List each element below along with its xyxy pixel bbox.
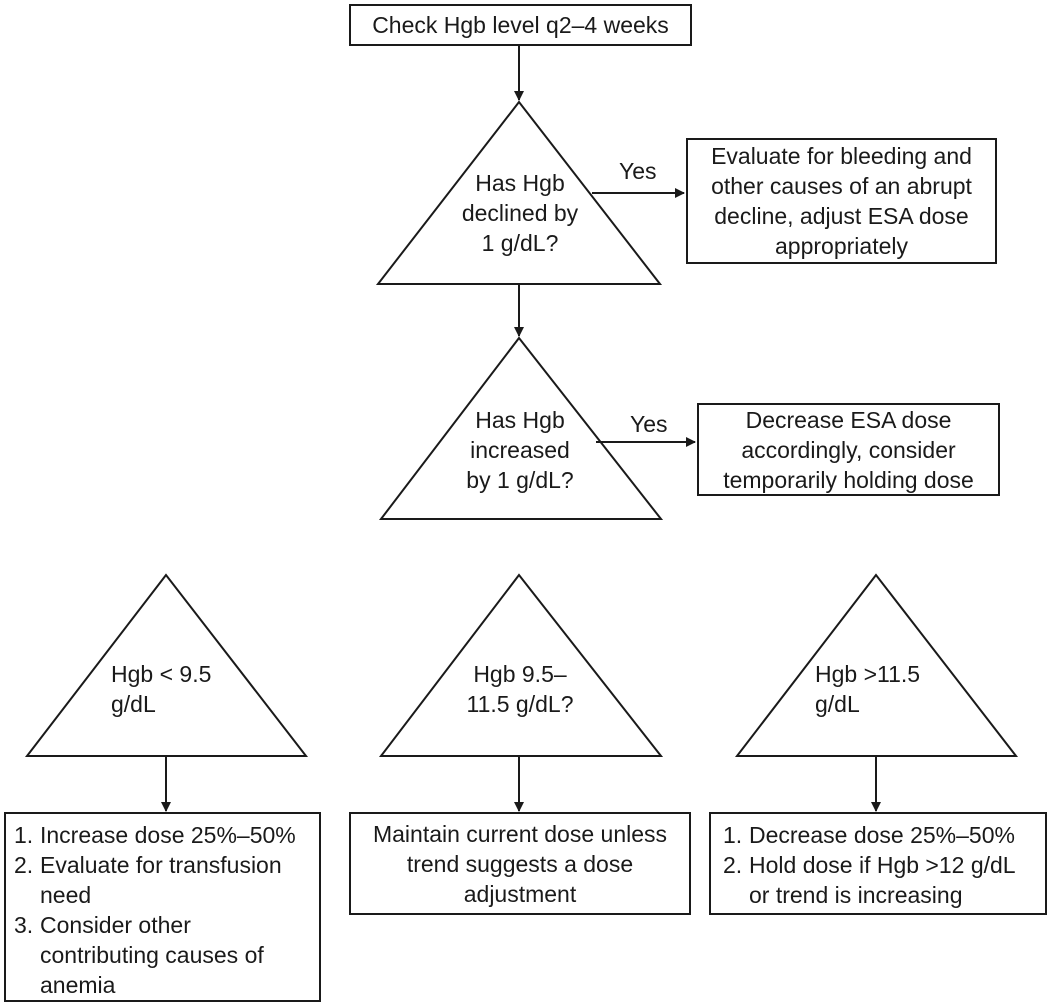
high-steps-list: 1. Decrease dose 25%–50% 2. Hold dose if… xyxy=(723,820,1039,910)
branch-low-text: Hgb < 9.5 g/dL xyxy=(111,661,212,717)
start-box: Check Hgb level q2–4 weeks xyxy=(349,4,692,46)
list-item: 2. Hold dose if Hgb >12 g/dL or trend is… xyxy=(723,852,1016,908)
branch-high-text: Hgb >11.5 g/dL xyxy=(815,661,921,717)
branch-mid-triangle xyxy=(378,573,664,757)
list-item: 2. Evaluate for transfusion need xyxy=(14,852,282,908)
decision-decline-text: Has Hgb declined by 1 g/dL? xyxy=(461,170,579,256)
decision-decline-yes-label: Yes xyxy=(619,158,657,184)
decision-increase-triangle xyxy=(378,336,664,520)
branch-low-triangle xyxy=(24,573,309,757)
start-text: Check Hgb level q2–4 weeks xyxy=(372,12,669,38)
branch-high-triangle xyxy=(734,573,1019,757)
decline-outcome-box: Evaluate for bleeding and other causes o… xyxy=(686,138,997,264)
list-item: 1. Decrease dose 25%–50% xyxy=(723,822,1015,848)
mid-outcome-box: Maintain current dose unless trend sugge… xyxy=(349,812,691,915)
decision-increase-yes-label: Yes xyxy=(630,411,668,437)
list-item: 3. Consider other contributing causes of… xyxy=(14,912,264,998)
increase-outcome-box: Decrease ESA dose accordingly, consider … xyxy=(697,403,1000,496)
decision-increase-text: Has Hgb increased by 1 g/dL? xyxy=(466,407,574,493)
low-steps-list: 1. Increase dose 25%–50% 2. Evaluate for… xyxy=(14,820,313,1000)
low-steps-box: 1. Increase dose 25%–50% 2. Evaluate for… xyxy=(4,812,321,1002)
high-steps-box: 1. Decrease dose 25%–50% 2. Hold dose if… xyxy=(709,812,1047,915)
branch-mid-text: Hgb 9.5– 11.5 g/dL? xyxy=(466,661,574,717)
list-item: 1. Increase dose 25%–50% xyxy=(14,822,296,848)
